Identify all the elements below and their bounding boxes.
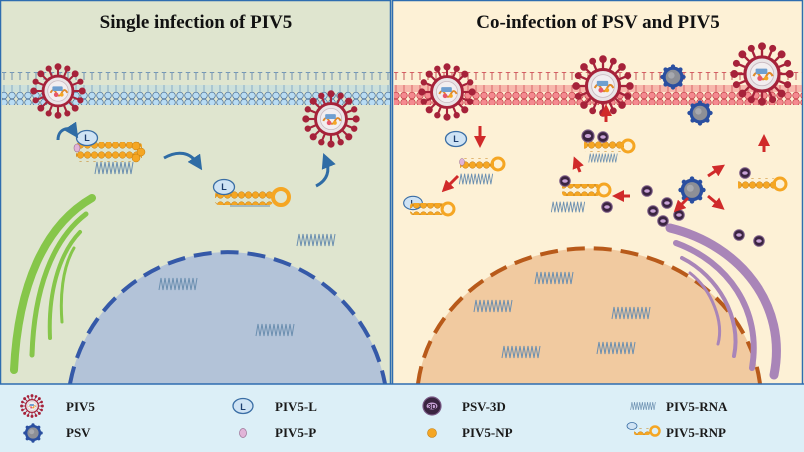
svg-text:L: L — [240, 402, 246, 412]
arrow-curved-left-1 — [56, 121, 79, 141]
psv-virion-2 — [687, 100, 713, 126]
piv5-rnp-complex-right-1 — [458, 156, 506, 185]
psv-virion-1 — [660, 64, 686, 90]
legend-piv5-rnp-label: PIV5-RNP — [666, 425, 726, 440]
left-endoplasmic-reticulum — [10, 194, 96, 374]
piv5-virion-right-2 — [572, 55, 634, 117]
red-arrows — [441, 104, 770, 213]
piv5-virion-right-1 — [418, 63, 476, 121]
legend-piv5-np-icon — [427, 428, 437, 438]
piv5-rnp-complex-right-5 — [738, 167, 788, 192]
right-endoplasmic-reticulum — [665, 223, 781, 380]
piv5-l-protein-right-1: L — [444, 130, 468, 148]
legend-piv5-np-label: PIV5-NP — [462, 425, 513, 440]
arrow-curved-left-3 — [315, 153, 336, 188]
svg-text:L: L — [221, 182, 227, 192]
legend-psv-3d-icon: 3D — [422, 396, 442, 416]
legend-psv-3d-label: PSV-3D — [462, 399, 506, 414]
left-panel-title: Single infection of PIV5 — [100, 12, 293, 33]
legend-psv-label: PSV — [66, 425, 91, 440]
piv5-rnp-complex-right-4 — [550, 175, 613, 213]
legend-piv5-p-label: PIV5-P — [275, 425, 316, 440]
left-nuclear-envelope — [68, 250, 387, 385]
piv5-rnp-complex-right-2: L — [403, 195, 456, 217]
legend-piv5-rna-label: PIV5-RNA — [666, 399, 728, 414]
legend-piv5-label: PIV5 — [66, 399, 95, 414]
piv5-virion-budding — [302, 90, 360, 148]
psv-virion-3 — [678, 176, 706, 204]
legend-piv5-rnp-icon — [626, 422, 661, 437]
legend-psv-icon — [23, 423, 43, 443]
piv5-rnp-complex-left-2: L — [212, 178, 291, 207]
piv5-rnp-complex-right-3 — [581, 129, 636, 163]
svg-text:L: L — [453, 134, 459, 144]
piv5-rnp-complex-left-1: L — [73, 129, 146, 175]
piv5-virion-right-3 — [730, 42, 794, 106]
left-nucleus — [70, 252, 385, 384]
legend-piv5-icon — [20, 394, 44, 418]
piv5-virion-entering — [30, 63, 86, 119]
legend-piv5-l-label: PIV5-L — [275, 399, 317, 414]
svg-text:L: L — [84, 133, 90, 143]
legend-panel — [0, 384, 804, 452]
legend-piv5-l-icon: L — [232, 397, 254, 415]
arrow-curved-left-2 — [163, 151, 203, 171]
right-nuclear-envelope — [416, 246, 762, 385]
right-panel-title: Co-infection of PSV and PIV5 — [476, 12, 720, 33]
svg-text:3D: 3D — [428, 404, 437, 411]
legend-piv5-p-icon — [239, 428, 247, 438]
